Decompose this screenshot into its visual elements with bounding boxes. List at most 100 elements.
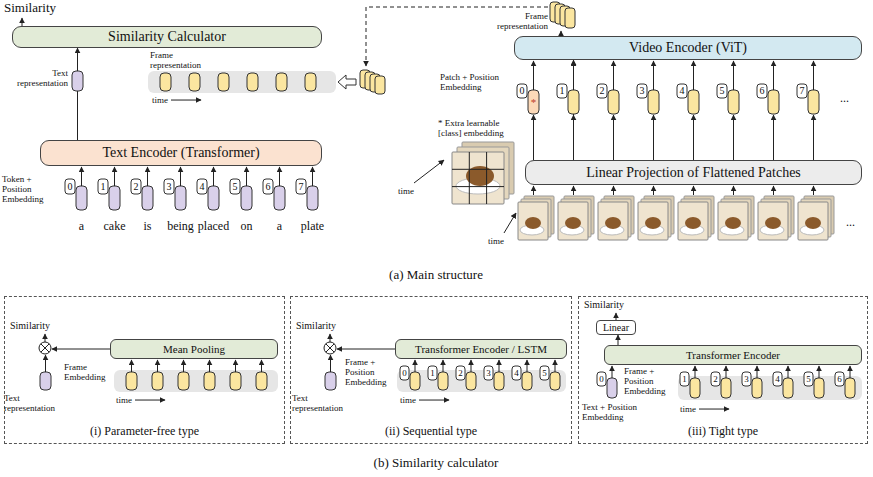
text-token: [607, 378, 617, 398]
frame-band: [114, 370, 278, 392]
token-arrow: [533, 115, 534, 160]
transformer-encoder-box: Transformer Encoder: [604, 345, 862, 365]
frame-arrow: [773, 186, 774, 195]
token-arrow: [209, 360, 210, 372]
panel-caption: (ii) Sequential type: [291, 424, 571, 439]
patch-token: [568, 90, 579, 114]
multiply-symbol: [326, 344, 334, 352]
position-number: 1: [430, 368, 435, 378]
position-number: 2: [134, 181, 139, 192]
position-number: 1: [101, 181, 106, 192]
position-number: 4: [514, 368, 519, 378]
patch-grid: [469, 152, 470, 204]
panel-caption: (i) Parameter-free type: [5, 424, 284, 439]
patch-token: [688, 90, 699, 114]
position-number: 1: [682, 374, 687, 384]
video-frame: [598, 202, 628, 240]
token-arrow: [613, 115, 614, 160]
time-label: time: [400, 395, 416, 405]
position-number: 4: [680, 85, 685, 96]
patch-token: [528, 90, 539, 114]
box-label: Transformer Encoder: [686, 349, 780, 361]
frame-token: [721, 378, 731, 398]
token-arrow: [235, 360, 236, 372]
frame-arrow: [613, 186, 614, 195]
time-label: time: [488, 236, 504, 246]
token-arrow: [653, 61, 654, 90]
video-frame: [638, 202, 668, 240]
position-number: 7: [299, 181, 304, 192]
frame-token: [152, 372, 163, 390]
token-arrow: [312, 167, 313, 186]
annotation: Text representation: [4, 393, 66, 413]
position-number: 6: [837, 374, 842, 384]
position-number: 4: [775, 374, 780, 384]
patch-token: [728, 90, 739, 114]
frame-token: [783, 378, 793, 398]
token-arrow: [499, 360, 500, 372]
token-arrow: [45, 355, 46, 372]
token-arrow: [261, 360, 262, 372]
pool-arrow: [337, 349, 395, 350]
output-arrow: [616, 313, 617, 320]
token-arrow: [850, 366, 851, 378]
token-arrow: [726, 366, 727, 378]
box-label: Video Encoder (ViT): [629, 40, 747, 56]
cake: [805, 217, 821, 229]
position-box: [797, 84, 807, 98]
text-token: [142, 186, 153, 210]
figure-caption: (a) Main structure: [389, 268, 483, 283]
cake: [565, 217, 581, 229]
word-token: a: [277, 220, 282, 233]
annotation: Patch + Position Embedding: [440, 72, 512, 92]
token-arrow: [693, 61, 694, 90]
position-box: [557, 84, 567, 98]
output-label: Similarity: [296, 320, 336, 331]
position-number: 2: [600, 85, 605, 96]
box-label: Linear Projection of Flattened Patches: [586, 165, 801, 181]
video-encoder-box: Video Encoder (ViT): [514, 36, 862, 60]
linear-projection-box: Linear Projection of Flattened Patches: [525, 160, 862, 185]
position-number: 6: [760, 85, 765, 96]
video-frame: [678, 202, 708, 240]
token-arrow: [695, 366, 696, 378]
mean-pooling-box: Mean Pooling: [110, 339, 278, 359]
time-label: time: [152, 95, 168, 105]
frame-token: [466, 372, 476, 390]
word-token: on: [241, 220, 253, 233]
box-label: Mean Pooling: [163, 343, 225, 355]
frame-token: [218, 73, 229, 91]
position-number: 0: [520, 85, 525, 96]
frame-band: [148, 71, 336, 93]
position-number: 3: [167, 181, 172, 192]
video-frame: [798, 202, 828, 240]
output-label: Similarity: [10, 320, 50, 331]
frame-token: [494, 372, 504, 390]
frame-token: [178, 372, 189, 390]
box-label: Similarity Calculator: [108, 29, 226, 45]
position-box: [131, 179, 141, 194]
annotation: Text representation: [4, 68, 68, 88]
position-box: [296, 179, 306, 194]
dashed-panel: (i) Parameter-free type Mean Pooling: [4, 296, 285, 444]
token-arrow: [693, 115, 694, 160]
frame-token: [845, 378, 855, 398]
frame-token: [256, 372, 267, 390]
box-label: Transformer Encoder / LSTM: [415, 343, 547, 355]
video-frame: [518, 202, 548, 240]
word-token: cake: [104, 220, 126, 233]
patch-grid: [452, 186, 504, 187]
ellipsis: ...: [840, 92, 849, 105]
token-arrow: [443, 360, 444, 372]
multiply-symbol: [41, 344, 49, 352]
cake: [685, 217, 701, 229]
frame-arrow: [813, 186, 814, 195]
frame-token: [160, 73, 171, 91]
position-box: [711, 372, 720, 386]
token-arrow: [81, 167, 82, 186]
frame-token: [522, 372, 532, 390]
token-arrow: [773, 115, 774, 160]
text-encoder-box: Text Encoder (Transformer): [40, 140, 322, 166]
position-number: 0: [68, 181, 73, 192]
time-arrow: [171, 100, 201, 101]
